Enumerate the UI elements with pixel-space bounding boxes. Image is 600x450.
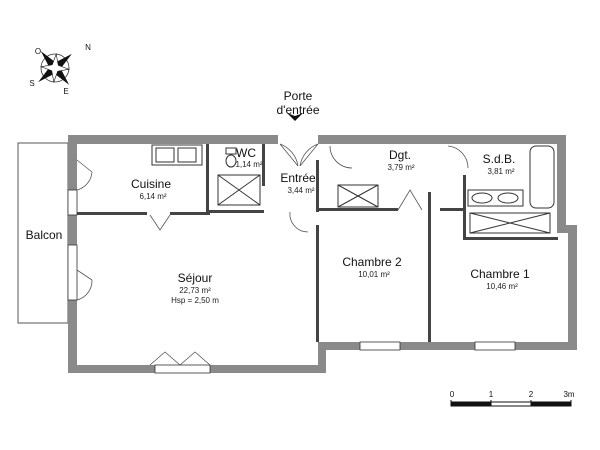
room-name-entree: Entrée: [280, 171, 316, 185]
room-area-sejour: 22,73 m²: [179, 286, 211, 295]
room-area-chambre2: 10,01 m²: [358, 270, 390, 279]
compass-west: O: [34, 47, 42, 56]
kitchen-counter: [151, 144, 203, 166]
toilet: [225, 147, 237, 168]
scale-tick-1: 1: [488, 390, 494, 399]
room-name-dgt: Dgt.: [388, 148, 412, 162]
entrance-label-line1: Porte: [283, 89, 313, 103]
compass-east: E: [63, 87, 69, 96]
room-name-cuisine: Cuisine: [130, 177, 172, 191]
scale-tick-0: 0: [449, 390, 455, 399]
room-name-wc: WC: [236, 146, 256, 160]
scale-tick-2: 2: [528, 390, 534, 399]
room-name-balcon: Balcon: [25, 228, 63, 242]
room-area-entree: 3,44 m²: [287, 186, 315, 195]
room-area-dgt: 3,79 m²: [387, 163, 415, 172]
compass-south: S: [29, 79, 35, 88]
scale-tick-3: 3m: [563, 390, 575, 399]
compass-icon: [38, 51, 72, 85]
room-name-sejour: Séjour: [177, 271, 213, 285]
room-area-sdb: 3,81 m²: [487, 167, 515, 176]
room-name-chambre1: Chambre 1: [470, 267, 530, 281]
room-area-cuisine: 6,14 m²: [139, 192, 167, 201]
windows: [67, 189, 516, 374]
scale-bar: [450, 400, 572, 407]
entrance-arrow-icon: [287, 113, 303, 121]
room-name-sdb: S.d.B.: [482, 152, 516, 166]
closets: [217, 174, 551, 234]
bathroom-fixtures: [467, 145, 555, 209]
entrance-label-line2: d'entrée: [276, 103, 320, 117]
room-area-chambre1: 10,46 m²: [486, 282, 518, 291]
room-area-wc: 1,14 m²: [235, 160, 263, 169]
room-name-chambre2: Chambre 2: [342, 255, 402, 269]
interior-walls: [77, 144, 558, 342]
compass-north: N: [85, 43, 91, 52]
room-height-sejour: Hsp = 2,50 m: [171, 296, 219, 305]
